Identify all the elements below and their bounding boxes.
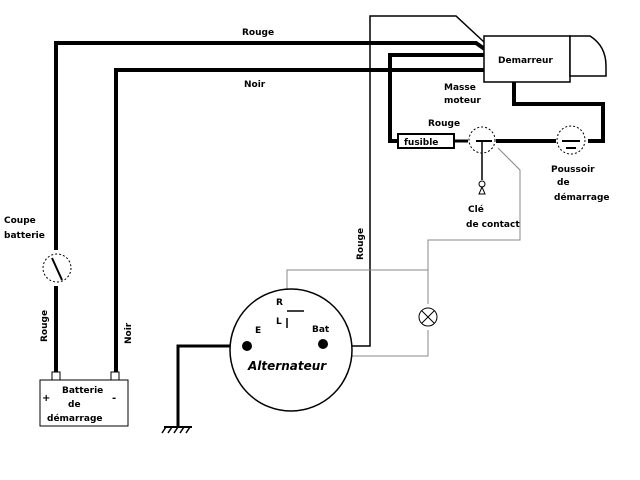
label-rouge-fusible: Rouge (428, 119, 460, 129)
alternateur-label: Alternateur (247, 359, 327, 373)
wire-demarreur-poussoir (512, 80, 605, 143)
batterie-terminal-plus (51, 371, 61, 381)
cle-de-contact (468, 126, 496, 195)
batterie-minus: - (112, 393, 116, 404)
label-masse-moteur-2: moteur (444, 96, 481, 106)
label-cle-1: Clé (468, 204, 484, 215)
batterie: + - Batterie de démarrage (39, 371, 129, 427)
batterie-label-1: Batterie (62, 386, 103, 396)
alternateur-e: E (255, 326, 261, 336)
label-rouge-top: Rouge (242, 28, 274, 38)
ground-icon (161, 426, 192, 434)
alternateur-bat-terminal (318, 339, 328, 349)
label-poussoir-2: de (557, 178, 570, 188)
demarreur-nose (569, 35, 607, 77)
wire-demarreur-fusible (388, 53, 484, 143)
coupe-blade (51, 257, 63, 281)
wire-rouge-main (54, 41, 488, 372)
alternateur-e-terminal (242, 341, 252, 351)
label-noir-top: Noir (244, 80, 266, 90)
voyant (418, 307, 438, 327)
label-poussoir-1: Poussoir (551, 165, 595, 175)
coupe-batterie (42, 253, 72, 283)
batterie-plus: + (42, 393, 50, 404)
label-coupe-2: batterie (4, 231, 45, 241)
label-rouge-left: Rouge (40, 310, 50, 342)
fusible-label: fusible (404, 138, 438, 148)
batterie-body (39, 379, 129, 427)
batterie-label-2: de (68, 400, 81, 410)
fusible: fusible (397, 133, 455, 149)
alternateur-bat: Bat (312, 325, 330, 335)
alternateur-r: R (276, 298, 283, 308)
alternateur-circle (229, 288, 353, 412)
alternateur: R L E Bat Alternateur (229, 288, 353, 412)
alternateur-l: L (276, 317, 282, 327)
label-masse-moteur-1: Masse (444, 83, 476, 93)
wire-alternateur-masse (176, 344, 243, 426)
fusible-body (397, 133, 455, 149)
label-poussoir-3: démarrage (554, 192, 610, 203)
label-noir-left: Noir (124, 322, 134, 344)
batterie-label-3: démarrage (47, 413, 103, 424)
poussoir (556, 125, 586, 155)
batterie-terminal-minus (110, 371, 120, 381)
label-cle-2: de contact (466, 220, 520, 230)
label-rouge-vertical: Rouge (356, 228, 366, 260)
demarreur-label: Demarreur (498, 56, 553, 66)
cle-key-icon (478, 185, 486, 195)
wire-rouge-bat (326, 15, 485, 347)
label-coupe-1: Coupe (4, 216, 36, 226)
wire-noir-main (114, 68, 484, 372)
voyant-cross-2 (421, 310, 435, 324)
demarreur: Demarreur (483, 35, 607, 83)
